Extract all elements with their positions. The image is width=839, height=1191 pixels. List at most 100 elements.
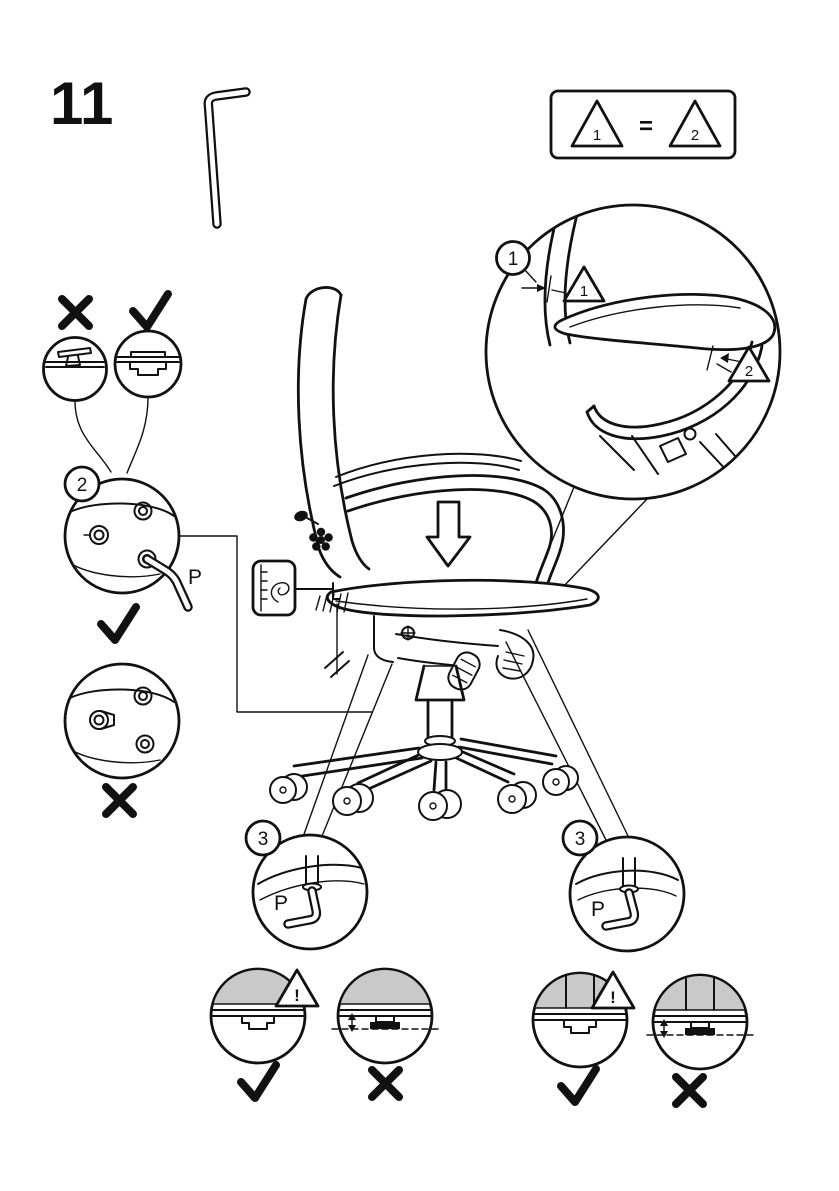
armrest-outer — [344, 474, 565, 588]
caster-5 — [542, 765, 579, 796]
warning-exclamation: ! — [610, 988, 616, 1007]
backrest-right-line — [331, 293, 371, 571]
cross-icon — [102, 783, 137, 818]
check-icon — [97, 603, 140, 644]
check-icon — [557, 1065, 600, 1106]
right-cap-content — [116, 351, 180, 376]
press-down-arrow-icon — [425, 500, 472, 568]
protruding-cap — [685, 1028, 715, 1035]
triangle-1-label: 1 — [593, 127, 601, 144]
leader-wrong-cap — [74, 400, 112, 473]
ribbed-knob — [447, 651, 481, 691]
wrong-detail-circle — [63, 662, 181, 780]
far-armrest-outer — [333, 461, 520, 487]
flush-cap — [563, 1019, 597, 1034]
wrong-cap-circle — [42, 336, 108, 402]
far-armrest-inner — [335, 452, 522, 478]
triangle1-leader — [551, 289, 567, 294]
base-bolt-detail: P 3 — [561, 819, 686, 953]
armrest-gap-detail: 1 2 1 — [484, 203, 782, 501]
warning-triangle-icon — [668, 99, 722, 148]
seat-mechanism — [373, 615, 535, 691]
caster-3 — [418, 789, 462, 821]
underseat-detail-wrong — [63, 662, 181, 818]
flush-cap — [241, 1015, 275, 1030]
wrong-detail-content — [67, 686, 175, 764]
caster-4 — [497, 781, 537, 814]
leader-base-to-detail3-right-b — [527, 629, 630, 839]
cushion-shade — [339, 970, 431, 1004]
armrest-inner — [346, 488, 553, 585]
base-hub — [417, 743, 463, 761]
gap-arrow-down — [660, 1031, 668, 1038]
underseat-detail-2: P 2 — [63, 465, 202, 644]
callout-1-label: 1 — [508, 249, 519, 270]
seat-front-lip — [335, 598, 588, 610]
gap-arrow-2-head — [720, 353, 729, 363]
protruding-cap — [370, 1022, 400, 1029]
gap-arrow-down — [348, 1025, 356, 1032]
leader-seat-to-detail3-left-b — [319, 663, 393, 842]
equal-gap-box: 1 = 2 — [549, 89, 737, 160]
office-chair — [251, 286, 600, 821]
armrest-pad-inner — [569, 304, 741, 328]
break-slash-2 — [330, 660, 350, 678]
leader-right-cap — [126, 396, 149, 474]
warning-triangle-icon — [274, 968, 320, 1008]
callout-3-right-circle — [561, 819, 599, 857]
gap-arrow-1-head — [537, 284, 546, 292]
warning-triangle-1 — [562, 265, 606, 303]
wrong-cap-content — [45, 347, 105, 368]
break-slash-1 — [324, 651, 344, 669]
callout1-leader — [523, 268, 537, 283]
backrest-left-line — [296, 297, 342, 579]
callout-3-left-circle — [244, 819, 282, 857]
star-knob — [309, 527, 333, 551]
cross-icon — [58, 295, 93, 330]
backrest-top-cap — [304, 286, 343, 301]
gap-arrow-up — [348, 1013, 356, 1020]
gap-arrow-up — [660, 1019, 668, 1026]
tool-label-p: P — [274, 892, 288, 915]
cross-icon — [368, 1066, 403, 1101]
detail-circle — [484, 203, 782, 501]
warning-triangle-2 — [727, 345, 771, 383]
leg-shade — [654, 976, 746, 1010]
tilt-lever — [495, 629, 535, 680]
check-icon — [237, 1061, 280, 1102]
warning-triangle-icon — [590, 970, 636, 1010]
caster-2 — [332, 783, 374, 816]
caster-1 — [269, 773, 308, 804]
leader-bigdetail-right — [561, 497, 649, 589]
adjust-knob — [294, 510, 308, 522]
knob-stem — [306, 517, 319, 525]
callout-3-right-label: 3 — [575, 829, 586, 850]
step-number: 11 — [50, 70, 113, 137]
base-alignment-correct: ! — [531, 970, 636, 1106]
equals-sign: = — [639, 113, 653, 140]
armrest-pad — [553, 293, 776, 352]
star-base — [269, 737, 579, 821]
header: 11 1 = 2 — [50, 70, 737, 229]
callout-1-circle — [495, 240, 531, 276]
tape-measure-icon — [251, 559, 350, 678]
seat-pad — [326, 578, 600, 618]
leader-detail2-to-chair — [178, 535, 373, 713]
warning-triangle-1-label: 1 — [580, 283, 588, 300]
leader-seat-to-detail3-left-a — [302, 654, 369, 838]
callout-2-label: 2 — [77, 475, 88, 496]
detail-content — [543, 206, 776, 475]
triangle2-leader — [716, 363, 732, 373]
seat-bolt-detail: P 3 — [244, 819, 369, 951]
base-alignment-wrong — [646, 973, 758, 1108]
cap-orientation-compare — [42, 290, 183, 402]
warning-triangle-icon — [570, 99, 624, 148]
triangle-2-label: 2 — [691, 127, 699, 144]
tool-label-p: P — [591, 898, 605, 921]
check-icon — [129, 290, 172, 331]
seat-alignment-wrong — [331, 967, 443, 1101]
warning-triangle-2-label: 2 — [745, 363, 753, 380]
callout-3-left-label: 3 — [258, 829, 269, 850]
